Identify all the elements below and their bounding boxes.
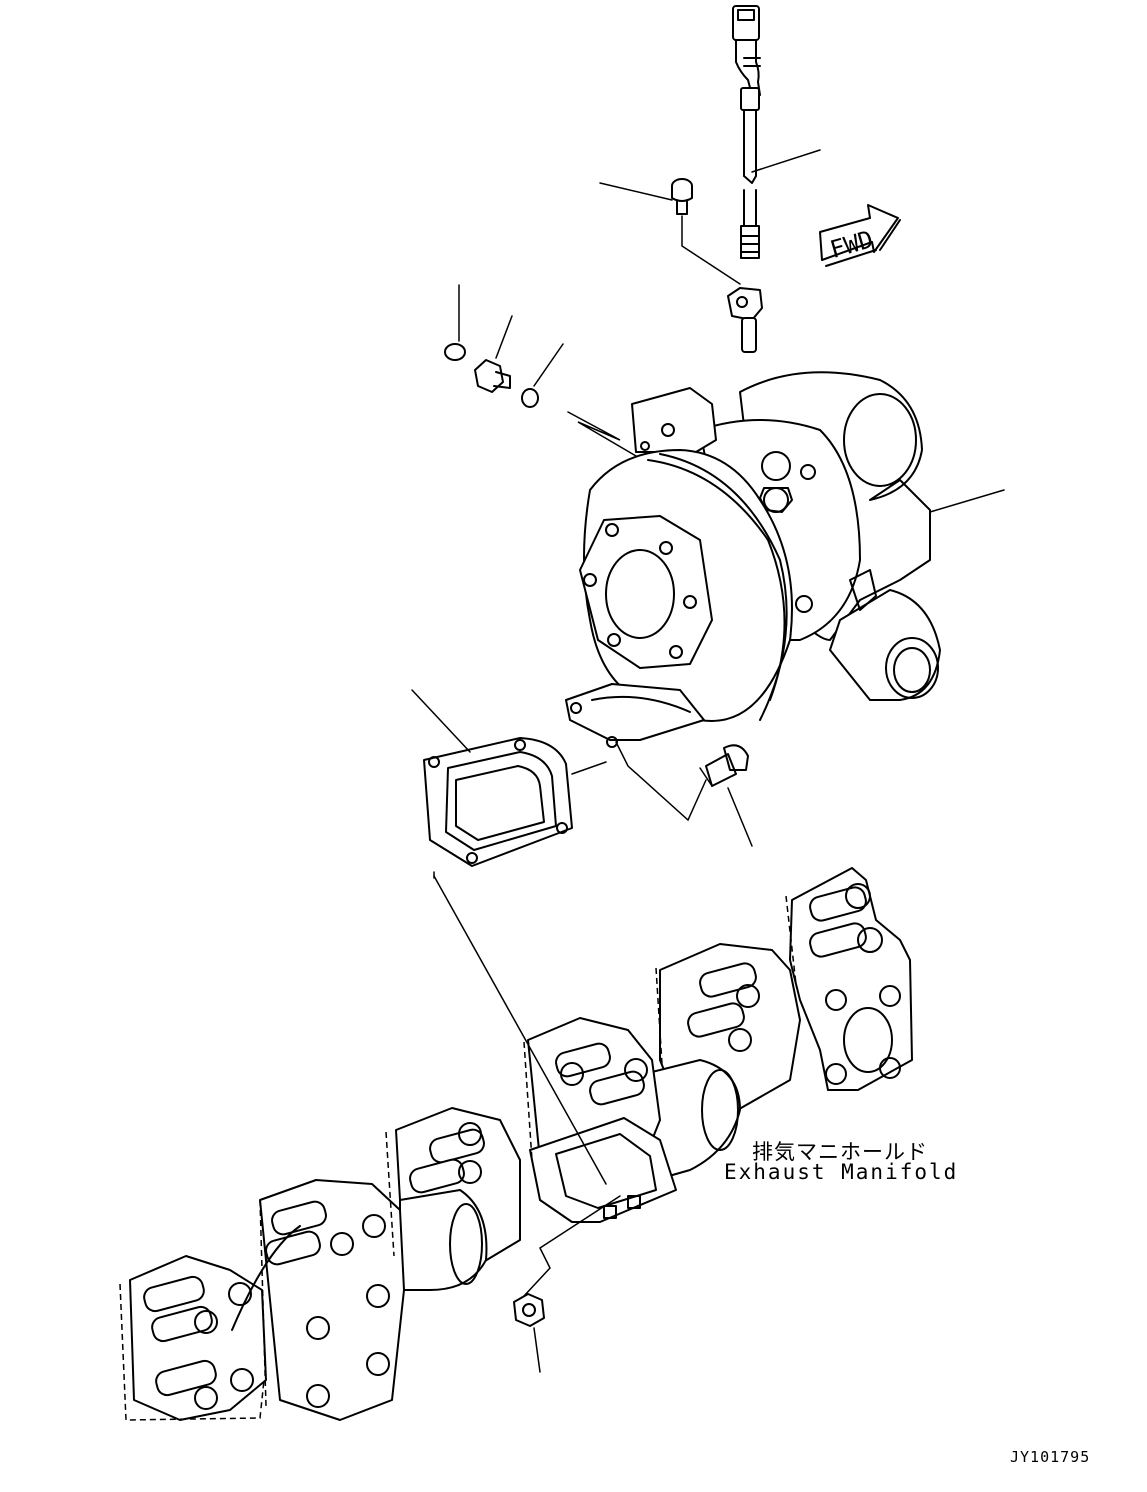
o-ring-right xyxy=(521,343,637,457)
plug xyxy=(474,315,513,393)
turbo-gasket xyxy=(411,689,607,879)
o-ring-left xyxy=(444,284,466,361)
stud-bolt xyxy=(615,741,753,847)
fwd-direction-arrow: FWD xyxy=(819,204,901,267)
gasket-to-manifold-leader xyxy=(433,875,607,1185)
sensor-bolt xyxy=(599,178,741,285)
manifold-label-en: Exhaust Manifold xyxy=(724,1160,959,1184)
manifold-label-jp: 排気マニホールド xyxy=(752,1140,928,1164)
nut xyxy=(513,1195,621,1373)
exhaust-manifold xyxy=(119,867,913,1421)
turbocharger xyxy=(565,371,1005,748)
temperature-sensor-harness xyxy=(727,5,821,353)
drawing-id: JY101795 xyxy=(1010,1448,1091,1466)
